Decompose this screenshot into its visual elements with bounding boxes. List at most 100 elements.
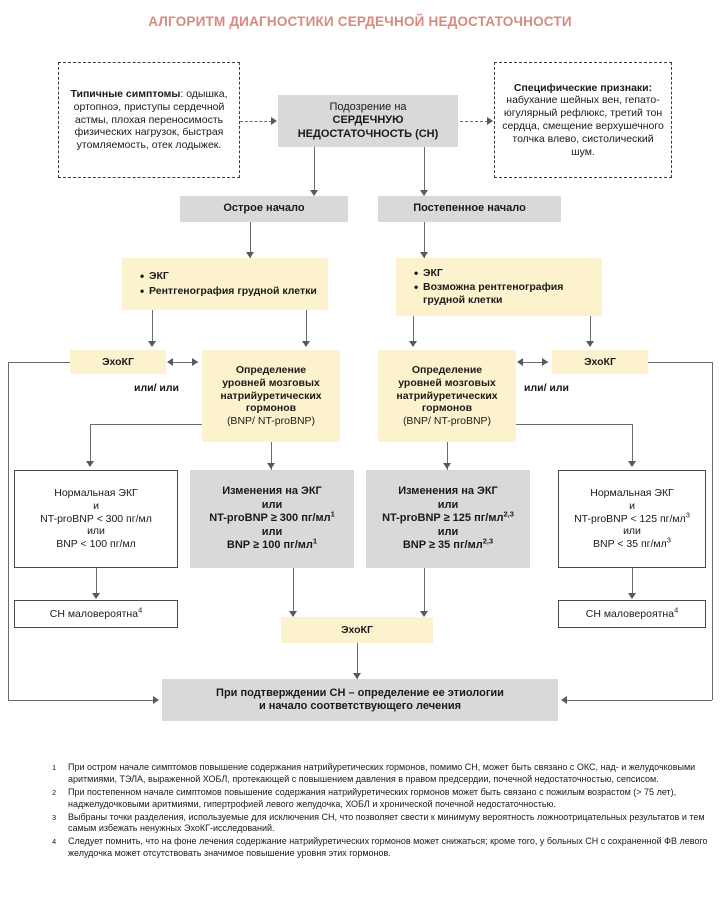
abnormal-acute-l5: BNP ≥ 100 пг/мл <box>226 539 313 552</box>
unlikely-right-sup: 4 <box>674 605 679 615</box>
arrow-acute-to-tests <box>246 252 254 258</box>
normal-gradual-l4: или <box>623 525 641 538</box>
acute-onset-label: Острое начало <box>223 202 305 215</box>
footnote-number: 1 <box>52 763 57 772</box>
normal-acute-l4: или <box>87 525 105 538</box>
gradual-onset-label: Постепенное начало <box>413 202 526 215</box>
echo-box-right: ЭхоКГ <box>552 350 648 374</box>
normal-gradual-l1: Нормальная ЭКГ <box>590 487 674 499</box>
abnormal-acute-l3: NT-proBNP ≥ 300 пг/мл <box>209 512 331 525</box>
abnormal-acute-l5-sup: 1 <box>312 536 318 546</box>
conclusion-line1: При подтверждении СН – определение ее эт… <box>216 686 504 699</box>
connector-nat-right-branch-v <box>632 424 633 466</box>
abnormal-gradual-l3-sup: 2,3 <box>503 509 514 519</box>
natriuretic-gradual-l1: Определение <box>411 364 483 376</box>
abnormal-acute-l3-sup: 1 <box>330 509 335 519</box>
connector-gradual-tests-down-right <box>590 316 591 346</box>
connector-suspicion-down-right <box>424 147 425 195</box>
footnote-item: 4 Следует помнить, что на фоне лечения с… <box>52 836 712 860</box>
natriuretic-acute-l1: Определение <box>235 364 307 376</box>
normal-gradual-l5: BNP < 35 пг/мл <box>593 538 667 551</box>
footnote-item: 2 При постепенном начале симптомов повыш… <box>52 787 712 811</box>
arrow-or-left-back <box>167 358 173 366</box>
unlikely-box-left: СН маловероятна4 <box>14 600 178 628</box>
echo-box-left: ЭхоКГ <box>70 350 166 374</box>
suspicion-line3: НЕДОСТАТОЧНОСТЬ (СН) <box>297 127 439 140</box>
acute-test-item-1: ЭКГ <box>140 269 317 284</box>
result-normal-gradual-box: Нормальная ЭКГ и NT-proBNP < 125 пг/мл3 … <box>558 470 706 568</box>
arrow-to-acute-onset <box>310 190 318 196</box>
connector-nat-right-branch-h <box>516 424 632 425</box>
arrow-or-left-fwd <box>192 358 198 366</box>
natriuretic-gradual-l3: натрийуретических <box>396 389 498 402</box>
loop-right-bottom-to-conclusion <box>566 700 712 701</box>
abnormal-gradual-l5: BNP ≥ 35 пг/мл <box>402 539 483 552</box>
arrow-to-echo-left <box>148 341 156 347</box>
result-normal-acute-box: Нормальная ЭКГ и NT-proBNP < 300 пг/мл и… <box>14 470 178 568</box>
connector-normal-gradual-down <box>632 568 633 598</box>
or-label-left: или/ или <box>134 382 179 394</box>
acute-onset-box: Острое начало <box>180 196 348 222</box>
arrow-abnormal-gradual-to-echo <box>420 611 428 617</box>
typical-symptoms-heading: Типичные симптомы <box>70 88 181 100</box>
footnote-number: 4 <box>52 837 57 847</box>
natriuretic-box-acute: Определение уровней мозговых натрийурети… <box>202 350 340 442</box>
specific-signs-box: Специфические признаки: набухание шейных… <box>494 62 672 178</box>
connector-echo-natriuretic-right <box>522 362 548 363</box>
gradual-test-item-1: ЭКГ <box>414 266 596 281</box>
or-label-right: или/ или <box>524 382 569 394</box>
natriuretic-acute-l4: гормонов <box>245 402 297 415</box>
arrow-loop-left-into-conclusion <box>153 696 159 704</box>
normal-gradual-l5-sup: 3 <box>666 535 671 545</box>
suspicion-line2: СЕРДЕЧНУЮ <box>332 114 404 127</box>
arrow-gradual-to-tests <box>420 252 428 258</box>
echo-left-label: ЭхоКГ <box>102 355 134 368</box>
natriuretic-gradual-l2: уровней мозговых <box>398 376 496 389</box>
typical-symptoms-box: Типичные симптомы: одышка, ортопноэ, при… <box>58 62 240 178</box>
connector-echo-natriuretic-left <box>172 362 198 363</box>
connector-nat-left-down <box>271 442 272 470</box>
natriuretic-box-gradual: Определение уровней мозговых натрийурети… <box>378 350 516 442</box>
arrow-to-echo-right <box>586 341 594 347</box>
specific-signs-text: набухание шейных вен, гепато-югулярный р… <box>502 94 664 158</box>
loop-right-top-to-echo <box>648 362 712 363</box>
connector-nat-right-down <box>447 442 448 470</box>
conclusion-line2: и начало соответствующего лечения <box>258 700 462 712</box>
echo-bottom-label: ЭхоКГ <box>341 623 373 636</box>
typical-symptoms-text: : одышка, ортопноэ, приступы сердечной а… <box>73 88 228 152</box>
specific-signs-heading: Специфические признаки: <box>513 81 653 94</box>
suspicion-line1: Подозрение на <box>329 100 407 113</box>
footnote-item: 1 При остром начале симптомов повышение … <box>52 762 712 786</box>
unlikely-right-label: СН маловероятна <box>585 607 675 620</box>
abnormal-gradual-l3: NT-proBNP ≥ 125 пг/мл <box>382 512 504 525</box>
arrow-symptoms-to-suspicion <box>271 117 277 125</box>
connector-suspicion-to-signs <box>460 121 488 122</box>
connector-nat-left-branch-v <box>90 424 91 466</box>
footnote-text: Следует помнить, что на фоне лечения сод… <box>68 836 708 859</box>
footnotes: 1 При остром начале симптомов повышение … <box>52 762 712 861</box>
arrow-to-normal-acute <box>86 461 94 467</box>
normal-gradual-l2: и <box>629 499 635 512</box>
unlikely-left-label: СН маловероятна <box>49 607 139 620</box>
echo-right-label: ЭхоКГ <box>584 355 616 368</box>
arrow-to-gradual-onset <box>420 190 428 196</box>
natriuretic-acute-l3: натрийуретических <box>220 389 322 402</box>
result-abnormal-gradual-box: Изменения на ЭКГ или NT-proBNP ≥ 125 пг/… <box>366 470 530 568</box>
connector-acute-tests-down-right <box>306 310 307 346</box>
normal-acute-l2: и <box>93 499 99 512</box>
footnote-text: Выбраны точки разделения, используемые д… <box>68 811 705 834</box>
connector-abnormal-gradual-down <box>424 568 425 616</box>
connector-acute-to-tests <box>250 222 251 258</box>
arrow-to-abnormal-acute <box>267 463 275 469</box>
arrow-to-abnormal-gradual <box>443 463 451 469</box>
connector-acute-tests-down <box>152 310 153 346</box>
natriuretic-acute-l5: (BNP/ NT-proBNP) <box>226 415 316 428</box>
unlikely-box-right: СН маловероятна4 <box>558 600 706 628</box>
connector-suspicion-down-left <box>314 147 315 195</box>
gradual-onset-box: Постепенное начало <box>378 196 561 222</box>
abnormal-gradual-l5-sup: 2,3 <box>482 536 494 546</box>
natriuretic-acute-l2: уровней мозговых <box>222 376 320 389</box>
footnote-number: 3 <box>52 812 57 822</box>
page-title: АЛГОРИТМ ДИАГНОСТИКИ СЕРДЕЧНОЙ НЕДОСТАТО… <box>148 14 572 29</box>
suspicion-box: Подозрение на СЕРДЕЧНУЮ НЕДОСТАТОЧНОСТЬ … <box>278 95 458 147</box>
